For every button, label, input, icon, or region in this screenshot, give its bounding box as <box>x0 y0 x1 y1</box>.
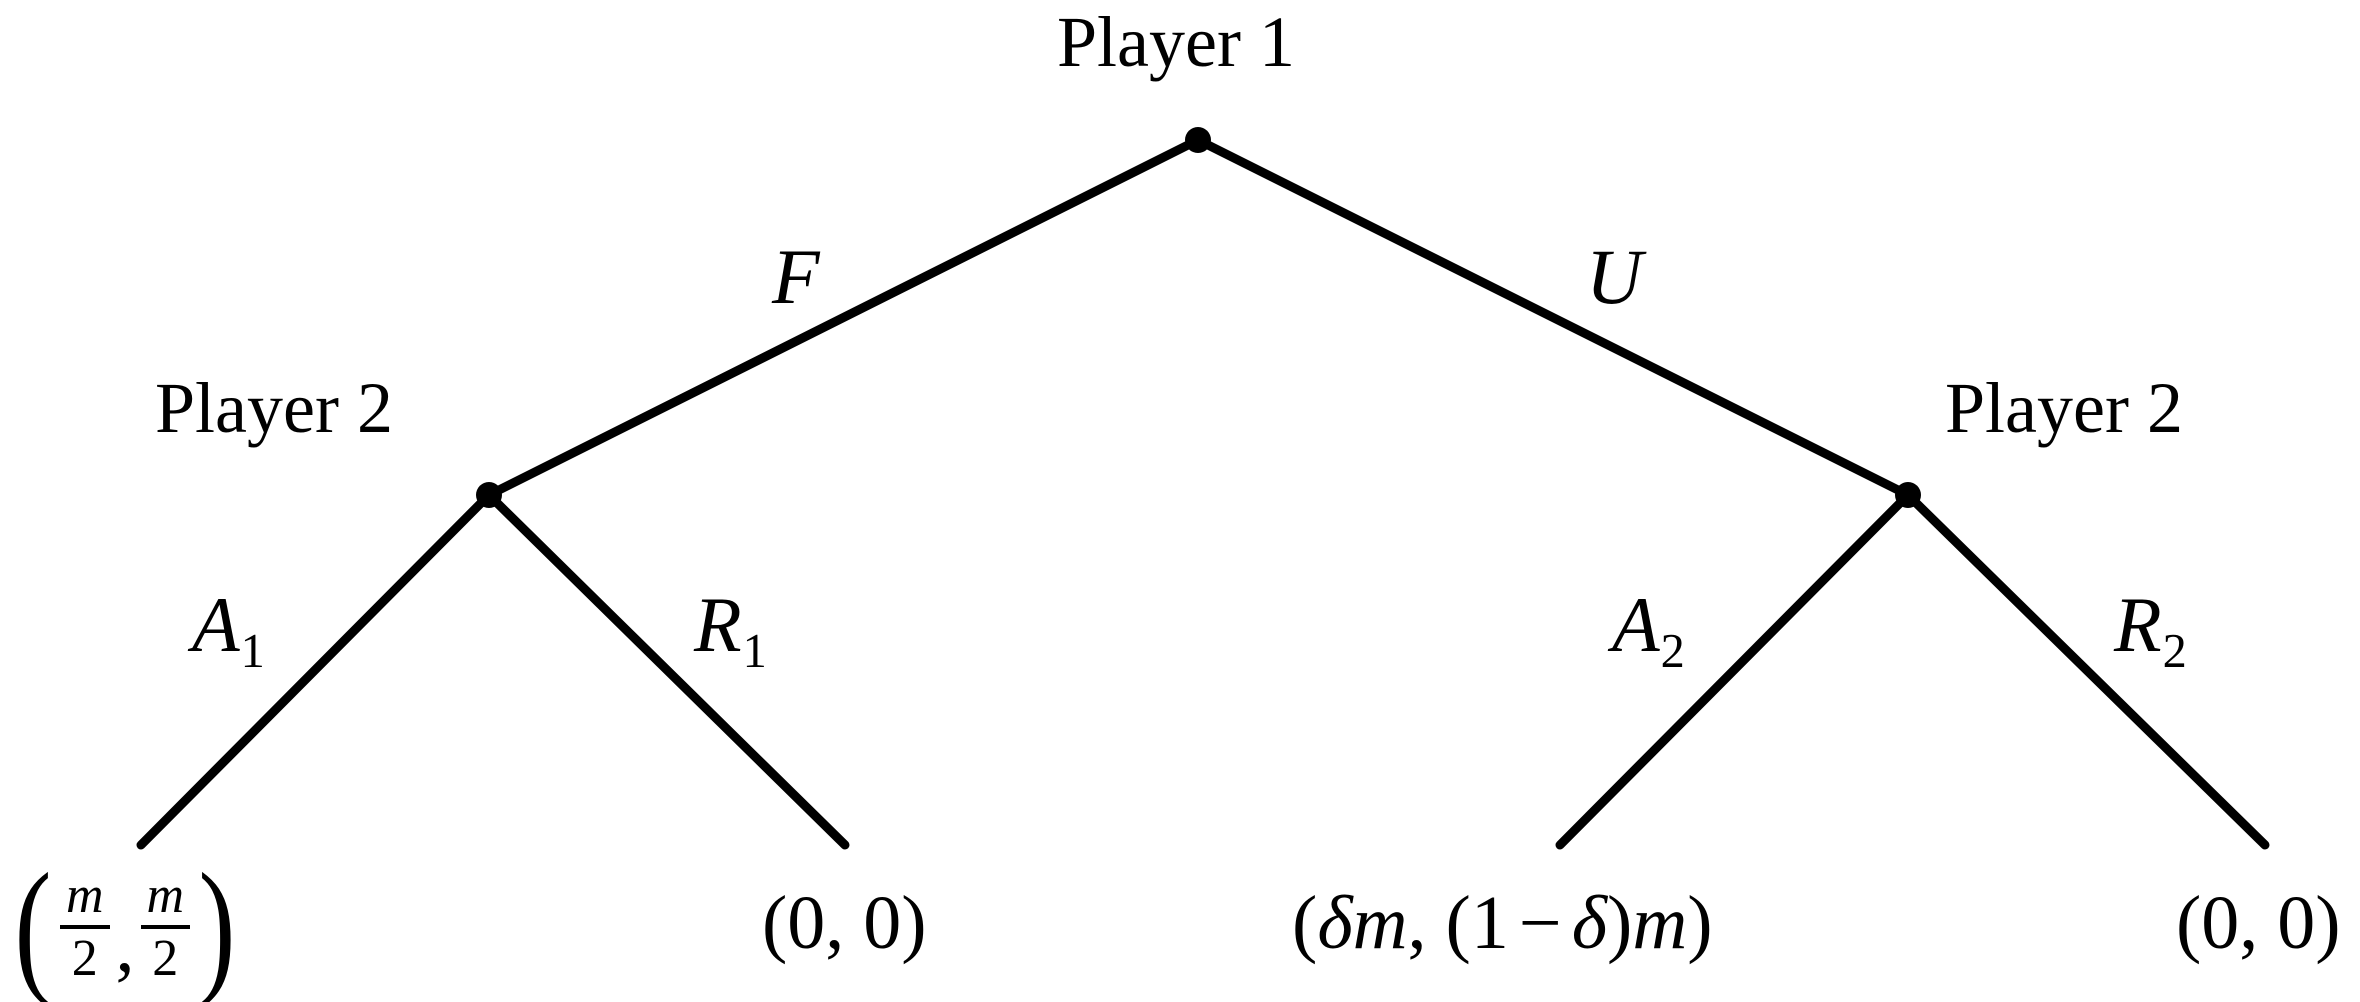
payoff-leaf-3: (δm, (1−δ)m) <box>1292 885 1713 961</box>
payoff-leaf-3-comma: , <box>1407 881 1427 965</box>
payoff-leaf-1-open-paren: ( <box>14 843 52 1002</box>
payoff-leaf-1-numerator-player1: m <box>65 867 104 924</box>
action-label-R1-base: R <box>694 581 742 668</box>
action-label-A1-subscript: 1 <box>240 624 265 678</box>
payoff-leaf-1-denominator-player2: 2 <box>152 930 179 987</box>
action-label-A2: A2 <box>1612 586 1685 676</box>
edge-left-accept <box>136 490 494 850</box>
edge-right-reject <box>1903 490 2270 850</box>
payoff-leaf-3-one: 1 <box>1470 881 1509 965</box>
action-label-A2-subscript: 2 <box>1660 624 1685 678</box>
action-label-R1: R1 <box>694 586 767 676</box>
edge-root-to-left <box>484 135 1203 500</box>
player-label-player2-right: Player 2 <box>1945 368 2183 448</box>
node-root-player1 <box>1185 127 1211 153</box>
node-right-player2 <box>1895 482 1921 508</box>
fraction-bar-icon <box>140 925 191 929</box>
action-label-R2-subscript: 2 <box>2162 624 2187 678</box>
payoff-leaf-3-close-paren: ) <box>1687 881 1713 965</box>
action-label-R1-subscript: 1 <box>742 624 767 678</box>
payoff-leaf-1-numerator-player2: m <box>146 867 185 924</box>
action-label-A1: A1 <box>192 586 265 676</box>
payoff-leaf-3-delta-2: δ <box>1571 881 1608 965</box>
player-label-player1: Player 1 <box>1057 2 1295 82</box>
node-left-player2 <box>476 482 502 508</box>
payoff-leaf-3-inner-close-paren: ) <box>1607 881 1633 965</box>
payoff-leaf-1-comma: , <box>115 903 135 988</box>
edge-right-accept <box>1555 490 1913 850</box>
action-label-U: U <box>1586 233 1643 320</box>
payoff-leaf-1-close-paren: ) <box>198 843 236 1002</box>
payoff-leaf-3-open-paren: ( <box>1292 881 1318 965</box>
edge-left-reject <box>484 490 850 850</box>
edge-root-to-right <box>1193 135 1913 500</box>
player-label-player2-left: Player 2 <box>155 368 393 448</box>
payoff-leaf-2: (0, 0) <box>762 881 927 965</box>
payoff-leaf-3-minus: − <box>1518 881 1562 965</box>
payoff-leaf-3-m-1: m <box>1352 881 1408 965</box>
action-label-R2: R2 <box>2114 586 2187 676</box>
action-label-R2-base: R <box>2114 581 2162 668</box>
action-label-A2-base: A <box>1612 581 1660 668</box>
payoff-leaf-3-inner-open-paren: ( <box>1445 881 1471 965</box>
payoff-leaf-3-delta-1: δ <box>1317 881 1353 965</box>
action-label-F: F <box>772 233 820 320</box>
payoff-leaf-3-m-2: m <box>1632 881 1688 965</box>
action-label-A1-base: A <box>192 581 240 668</box>
fraction-bar-icon <box>59 925 110 929</box>
payoff-leaf-1-denominator-player1: 2 <box>71 930 98 987</box>
payoff-leaf-4: (0, 0) <box>2176 881 2341 965</box>
